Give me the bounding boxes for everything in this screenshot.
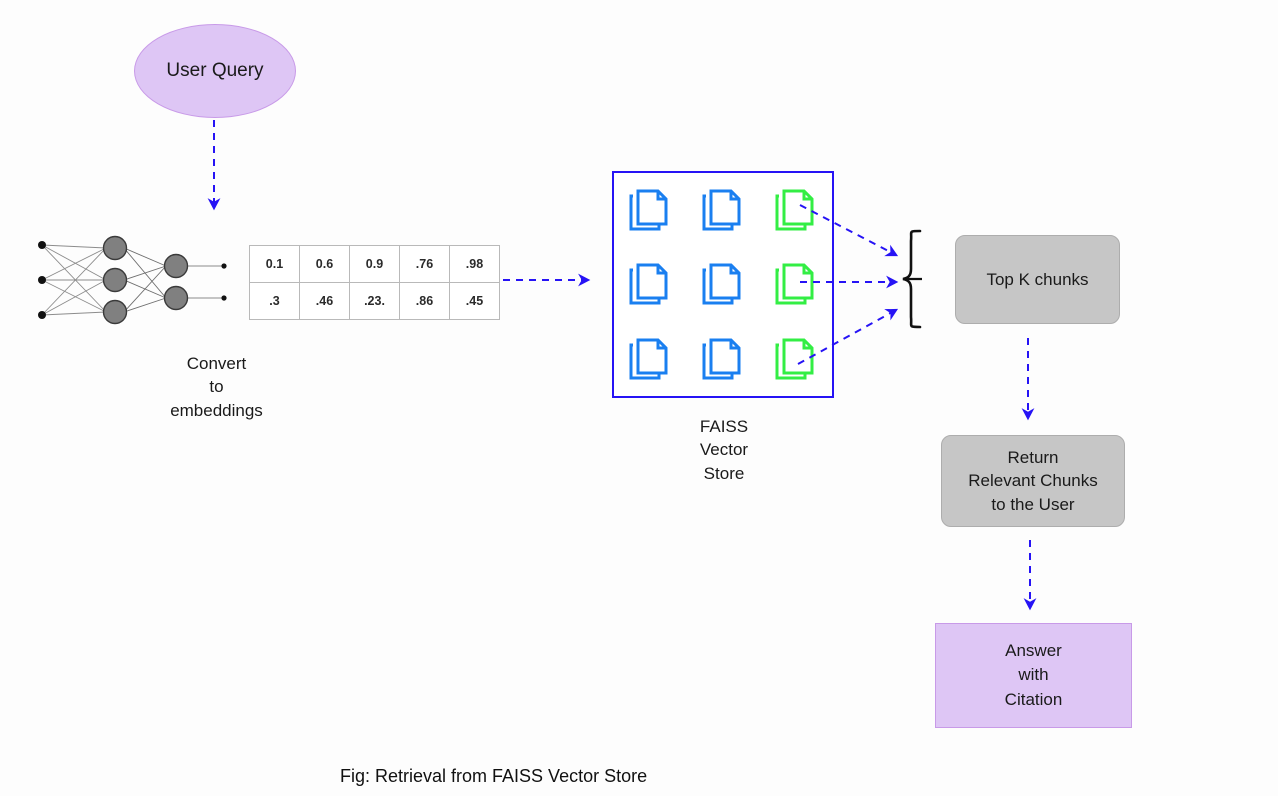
documents-stack-icon	[702, 338, 741, 380]
table-cell: .76	[399, 245, 450, 283]
documents-stack-icon	[702, 263, 741, 305]
nn-hidden-nodes	[102, 235, 128, 325]
return-line-3: to the User	[991, 494, 1075, 514]
node-user-query: User Query	[134, 24, 296, 118]
documents-stack-icon	[775, 189, 814, 231]
nn-output-wires	[186, 265, 223, 299]
user-query-label: User Query	[166, 60, 264, 81]
table-row: 0.1 0.6 0.9 .76 .98	[249, 245, 500, 283]
documents-stack-icon	[629, 263, 668, 305]
convert-line-2: to	[209, 377, 224, 397]
table-cell: .3	[249, 282, 300, 320]
embedding-vector-table: 0.1 0.6 0.9 .76 .98 .3 .46 .23. .86 .45	[249, 245, 500, 320]
nn-input-nodes	[38, 241, 227, 319]
curly-brace	[902, 229, 922, 329]
faiss-vector-store-box	[612, 171, 834, 398]
documents-stack-icon	[775, 338, 814, 380]
top-k-chunks-label: Top K chunks	[986, 269, 1089, 289]
table-cell: .86	[399, 282, 450, 320]
node-return-relevant-chunks: Return Relevant Chunks to the User	[941, 435, 1125, 527]
label-faiss-vector-store: FAISS Vector Store	[664, 415, 784, 485]
answer-line-1: Answer	[1005, 641, 1062, 661]
table-cell: .46	[299, 282, 350, 320]
table-cell: .45	[449, 282, 500, 320]
node-answer-with-citation: Answer with Citation	[935, 623, 1132, 728]
documents-stack-icon	[702, 189, 741, 231]
answer-line-3: Citation	[1004, 689, 1063, 709]
nn-edges-hidden-output	[123, 247, 167, 313]
table-cell: 0.6	[299, 245, 350, 283]
nn-edges-input-hidden	[41, 244, 107, 316]
document-grid	[614, 173, 832, 396]
return-line-2: Relevant Chunks	[968, 471, 1098, 491]
nn-output-nodes	[163, 253, 189, 311]
convert-line-1: Convert	[186, 354, 247, 373]
node-top-k-chunks: Top K chunks	[955, 235, 1120, 324]
table-cell: 0.9	[349, 245, 400, 283]
table-row: .3 .46 .23. .86 .45	[249, 282, 500, 320]
table-cell: 0.1	[249, 245, 300, 283]
documents-stack-icon	[629, 338, 668, 380]
documents-stack-icon	[775, 263, 814, 305]
faiss-line-3: Store	[703, 463, 745, 483]
return-line-1: Return	[1007, 447, 1059, 467]
documents-stack-icon	[629, 189, 668, 231]
label-convert-to-embeddings: Convert to embeddings	[134, 352, 299, 422]
answer-line-2: with	[1018, 665, 1049, 685]
table-cell: .98	[449, 245, 500, 283]
figure-caption: Fig: Retrieval from FAISS Vector Store	[340, 766, 648, 786]
faiss-line-2: Vector	[699, 440, 749, 460]
faiss-line-1: FAISS	[699, 417, 749, 436]
table-cell: .23.	[349, 282, 400, 320]
convert-line-3: embeddings	[170, 400, 263, 420]
neural-network-diagram	[38, 235, 227, 325]
